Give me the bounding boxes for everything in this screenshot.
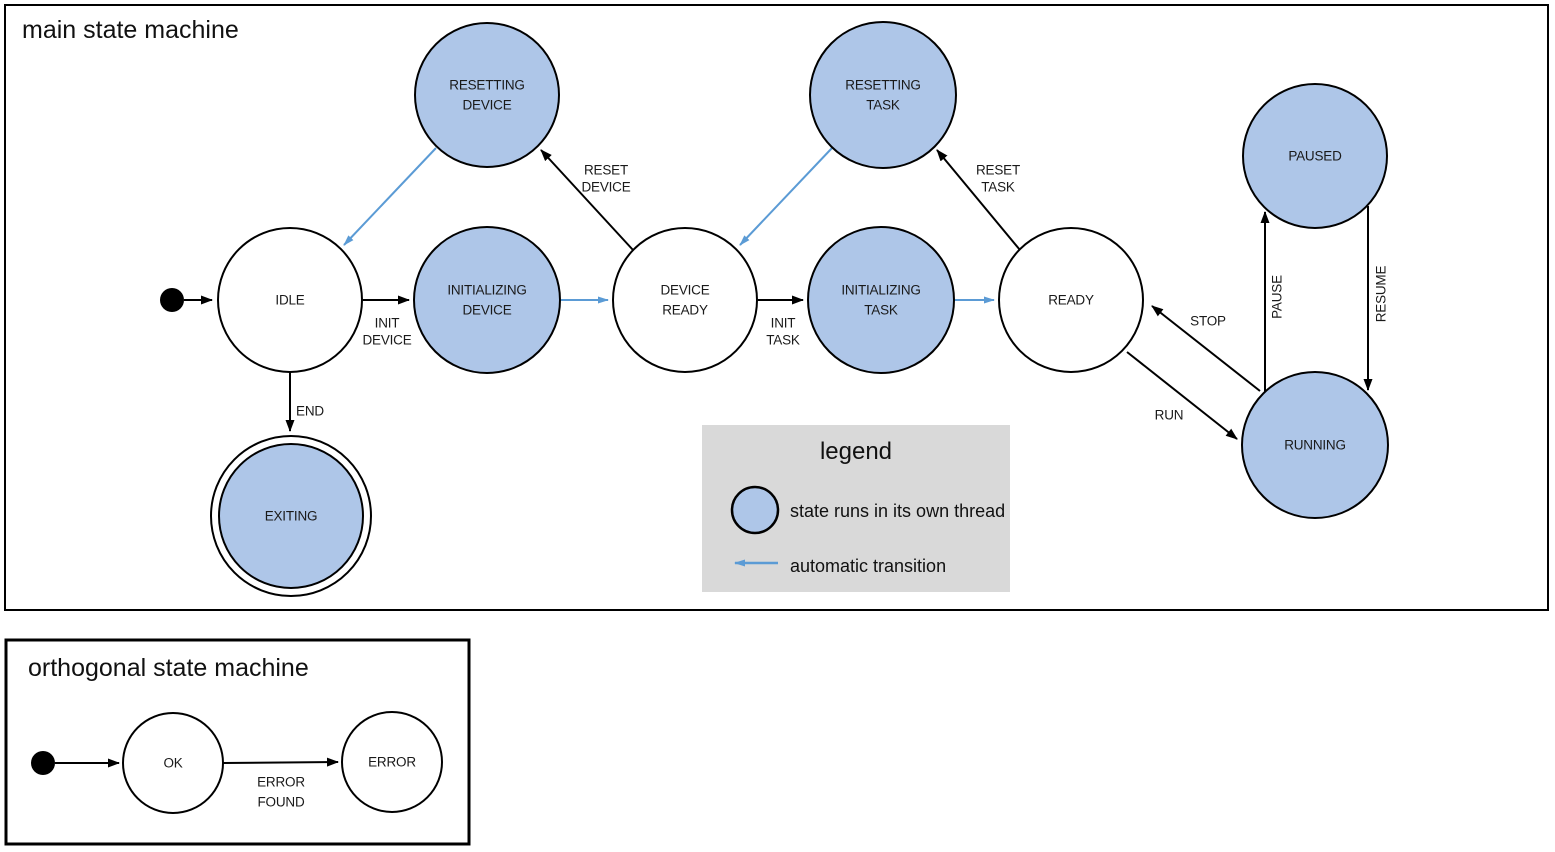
state-resetting-task	[809, 21, 957, 169]
state-label-initializing-device: INITIALIZING	[447, 283, 526, 298]
transition-resetting-task-to-device-ready	[739, 147, 833, 246]
transition-label-idle-to-initializing-device: INIT	[375, 316, 400, 331]
transition-label-ready-to-resetting-task: RESET	[976, 163, 1020, 178]
transition-label-running-to-paused-pause: PAUSE	[1270, 275, 1285, 319]
state-running	[1241, 371, 1389, 519]
state-label-resetting-task: TASK	[866, 98, 900, 113]
transition-label-device-ready-to-resetting-device: DEVICE	[581, 180, 630, 195]
transition-device-ready-to-resetting-device	[540, 149, 634, 251]
state-label-initializing-task: INITIALIZING	[841, 283, 920, 298]
transition-label-ok-to-error: ERROR	[257, 775, 305, 790]
transition-label-ready-to-resetting-task: TASK	[981, 180, 1015, 195]
state-label-ok: OK	[163, 756, 182, 771]
transition-label-ready-to-running-run: RUN	[1155, 408, 1184, 423]
transition-label-device-ready-to-initializing-task: TASK	[766, 333, 800, 348]
state-label-resetting-device: DEVICE	[462, 98, 511, 113]
main-state-machine-box	[4, 4, 1549, 611]
state-exiting	[218, 443, 364, 589]
state-label-resetting-device: RESETTING	[449, 78, 524, 93]
transition-label-ok-to-error: FOUND	[258, 795, 305, 810]
state-initializing-task	[807, 226, 955, 374]
state-label-error: ERROR	[368, 755, 416, 770]
state-label-device-ready: DEVICE	[660, 283, 709, 298]
orthogonal-state-machine-box	[4, 638, 471, 846]
state-ready	[998, 227, 1144, 373]
state-device-ready	[612, 227, 758, 373]
state-initializing-device	[413, 226, 561, 374]
initial-state-dot-start	[160, 288, 184, 312]
transition-ready-to-resetting-task	[936, 149, 1021, 251]
transition-label-idle-to-initializing-device: DEVICE	[362, 333, 411, 348]
legend-auto-transition-label: automatic transition	[790, 556, 946, 576]
transition-label-running-to-ready-stop: STOP	[1190, 314, 1226, 329]
legend-title: legend	[820, 438, 892, 465]
state-paused	[1242, 83, 1388, 229]
transition-ok-to-error	[222, 757, 339, 767]
transition-label-device-ready-to-initializing-task: INIT	[771, 316, 796, 331]
transition-ready-to-running-run	[1126, 351, 1238, 440]
orthogonal-state-machine-title: orthogonal state machine	[28, 654, 309, 682]
state-label-initializing-task: TASK	[864, 303, 898, 318]
state-label-idle: IDLE	[275, 293, 304, 308]
transition-label-idle-to-exiting-end: END	[296, 404, 324, 419]
transition-label-paused-to-running-resume: RESUME	[1374, 266, 1389, 323]
legend-threaded-state-label: state runs in its own thread	[790, 501, 1005, 521]
state-error	[341, 711, 443, 813]
state-label-device-ready: READY	[662, 303, 708, 318]
state-idle	[217, 227, 363, 373]
state-label-ready: READY	[1048, 293, 1094, 308]
transition-running-to-ready-stop	[1151, 305, 1261, 392]
legend: legend state runs in its own thread auto…	[702, 425, 1010, 592]
state-label-exiting: EXITING	[265, 509, 318, 524]
transition-label-device-ready-to-resetting-device: RESET	[584, 163, 628, 178]
legend-threaded-state-icon	[730, 485, 780, 535]
state-resetting-device	[414, 22, 560, 168]
main-state-machine-title: main state machine	[22, 16, 239, 44]
state-label-resetting-task: RESETTING	[845, 78, 920, 93]
transition-resetting-device-to-idle	[343, 147, 437, 246]
initial-state-dot-ortho-start	[31, 751, 55, 775]
state-label-paused: PAUSED	[1288, 149, 1342, 164]
state-label-running: RUNNING	[1284, 438, 1346, 453]
state-label-initializing-device: DEVICE	[462, 303, 511, 318]
state-ok	[122, 712, 224, 814]
